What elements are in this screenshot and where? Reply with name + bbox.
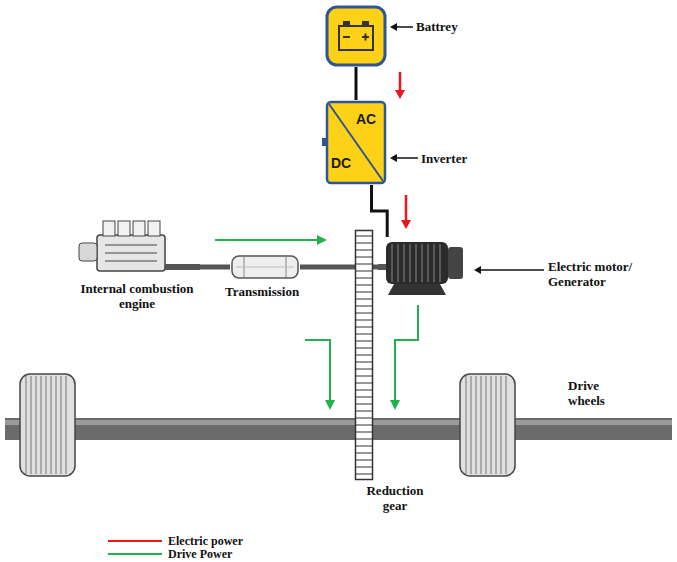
motor-generator-drawing <box>378 237 470 297</box>
battery-icon: Battrey <box>325 5 387 67</box>
legend-sample <box>108 553 162 555</box>
part-label: Transmission <box>225 284 299 299</box>
part-label: Inverter <box>421 151 467 166</box>
part-label: Reduction gear <box>359 483 431 513</box>
drive-arrow-head <box>317 235 327 245</box>
engine-icon: Internal combustion engine <box>75 215 200 280</box>
leader-arrow-head <box>390 23 397 31</box>
drive-arrow <box>215 239 318 241</box>
drive-shaft <box>200 265 230 270</box>
drive-arrow-head <box>390 400 400 410</box>
inverter-box: ACDCInverter <box>325 100 387 185</box>
part-label: Electric motor/ Generator <box>548 259 666 289</box>
part-label: Battrey <box>416 19 458 34</box>
electric-arrow-head <box>395 90 405 99</box>
engine-icon-drawing <box>75 215 200 280</box>
drive-arrow <box>305 340 330 401</box>
drive-shaft <box>373 265 378 270</box>
leader-arrow-head <box>474 266 481 274</box>
leader-arrow <box>480 269 544 271</box>
inverter-symbol: AC <box>356 112 376 127</box>
part-label: Internal combustion engine <box>73 281 201 311</box>
drive-arrow <box>395 305 418 401</box>
transmission-icon: Transmission <box>230 252 300 282</box>
reduction-gear-drawing <box>355 230 373 480</box>
motor-generator: Electric motor/ Generator <box>378 237 470 297</box>
electric-arrow-head <box>401 220 411 229</box>
leader-arrow <box>396 157 418 159</box>
drive-axle: Drive wheels <box>5 372 672 478</box>
drive-shaft <box>300 265 355 270</box>
inverter-symbol: DC <box>331 156 351 171</box>
leader-arrow <box>396 26 413 28</box>
battery-icon-drawing <box>325 5 387 67</box>
reduction-gear: Reduction gear <box>355 230 373 480</box>
part-label: Drive wheels <box>568 378 630 408</box>
legend-text: Electric power <box>168 534 243 548</box>
legend-sample <box>108 540 162 542</box>
leader-arrow-head <box>390 154 397 162</box>
electric-arrow <box>405 195 408 221</box>
power-cable <box>372 185 388 237</box>
electric-arrow <box>399 72 402 91</box>
drive-arrow-head <box>325 400 335 410</box>
transmission-icon-drawing <box>230 252 300 282</box>
legend-text: Drive Power <box>168 547 232 561</box>
power-cable <box>355 67 358 100</box>
